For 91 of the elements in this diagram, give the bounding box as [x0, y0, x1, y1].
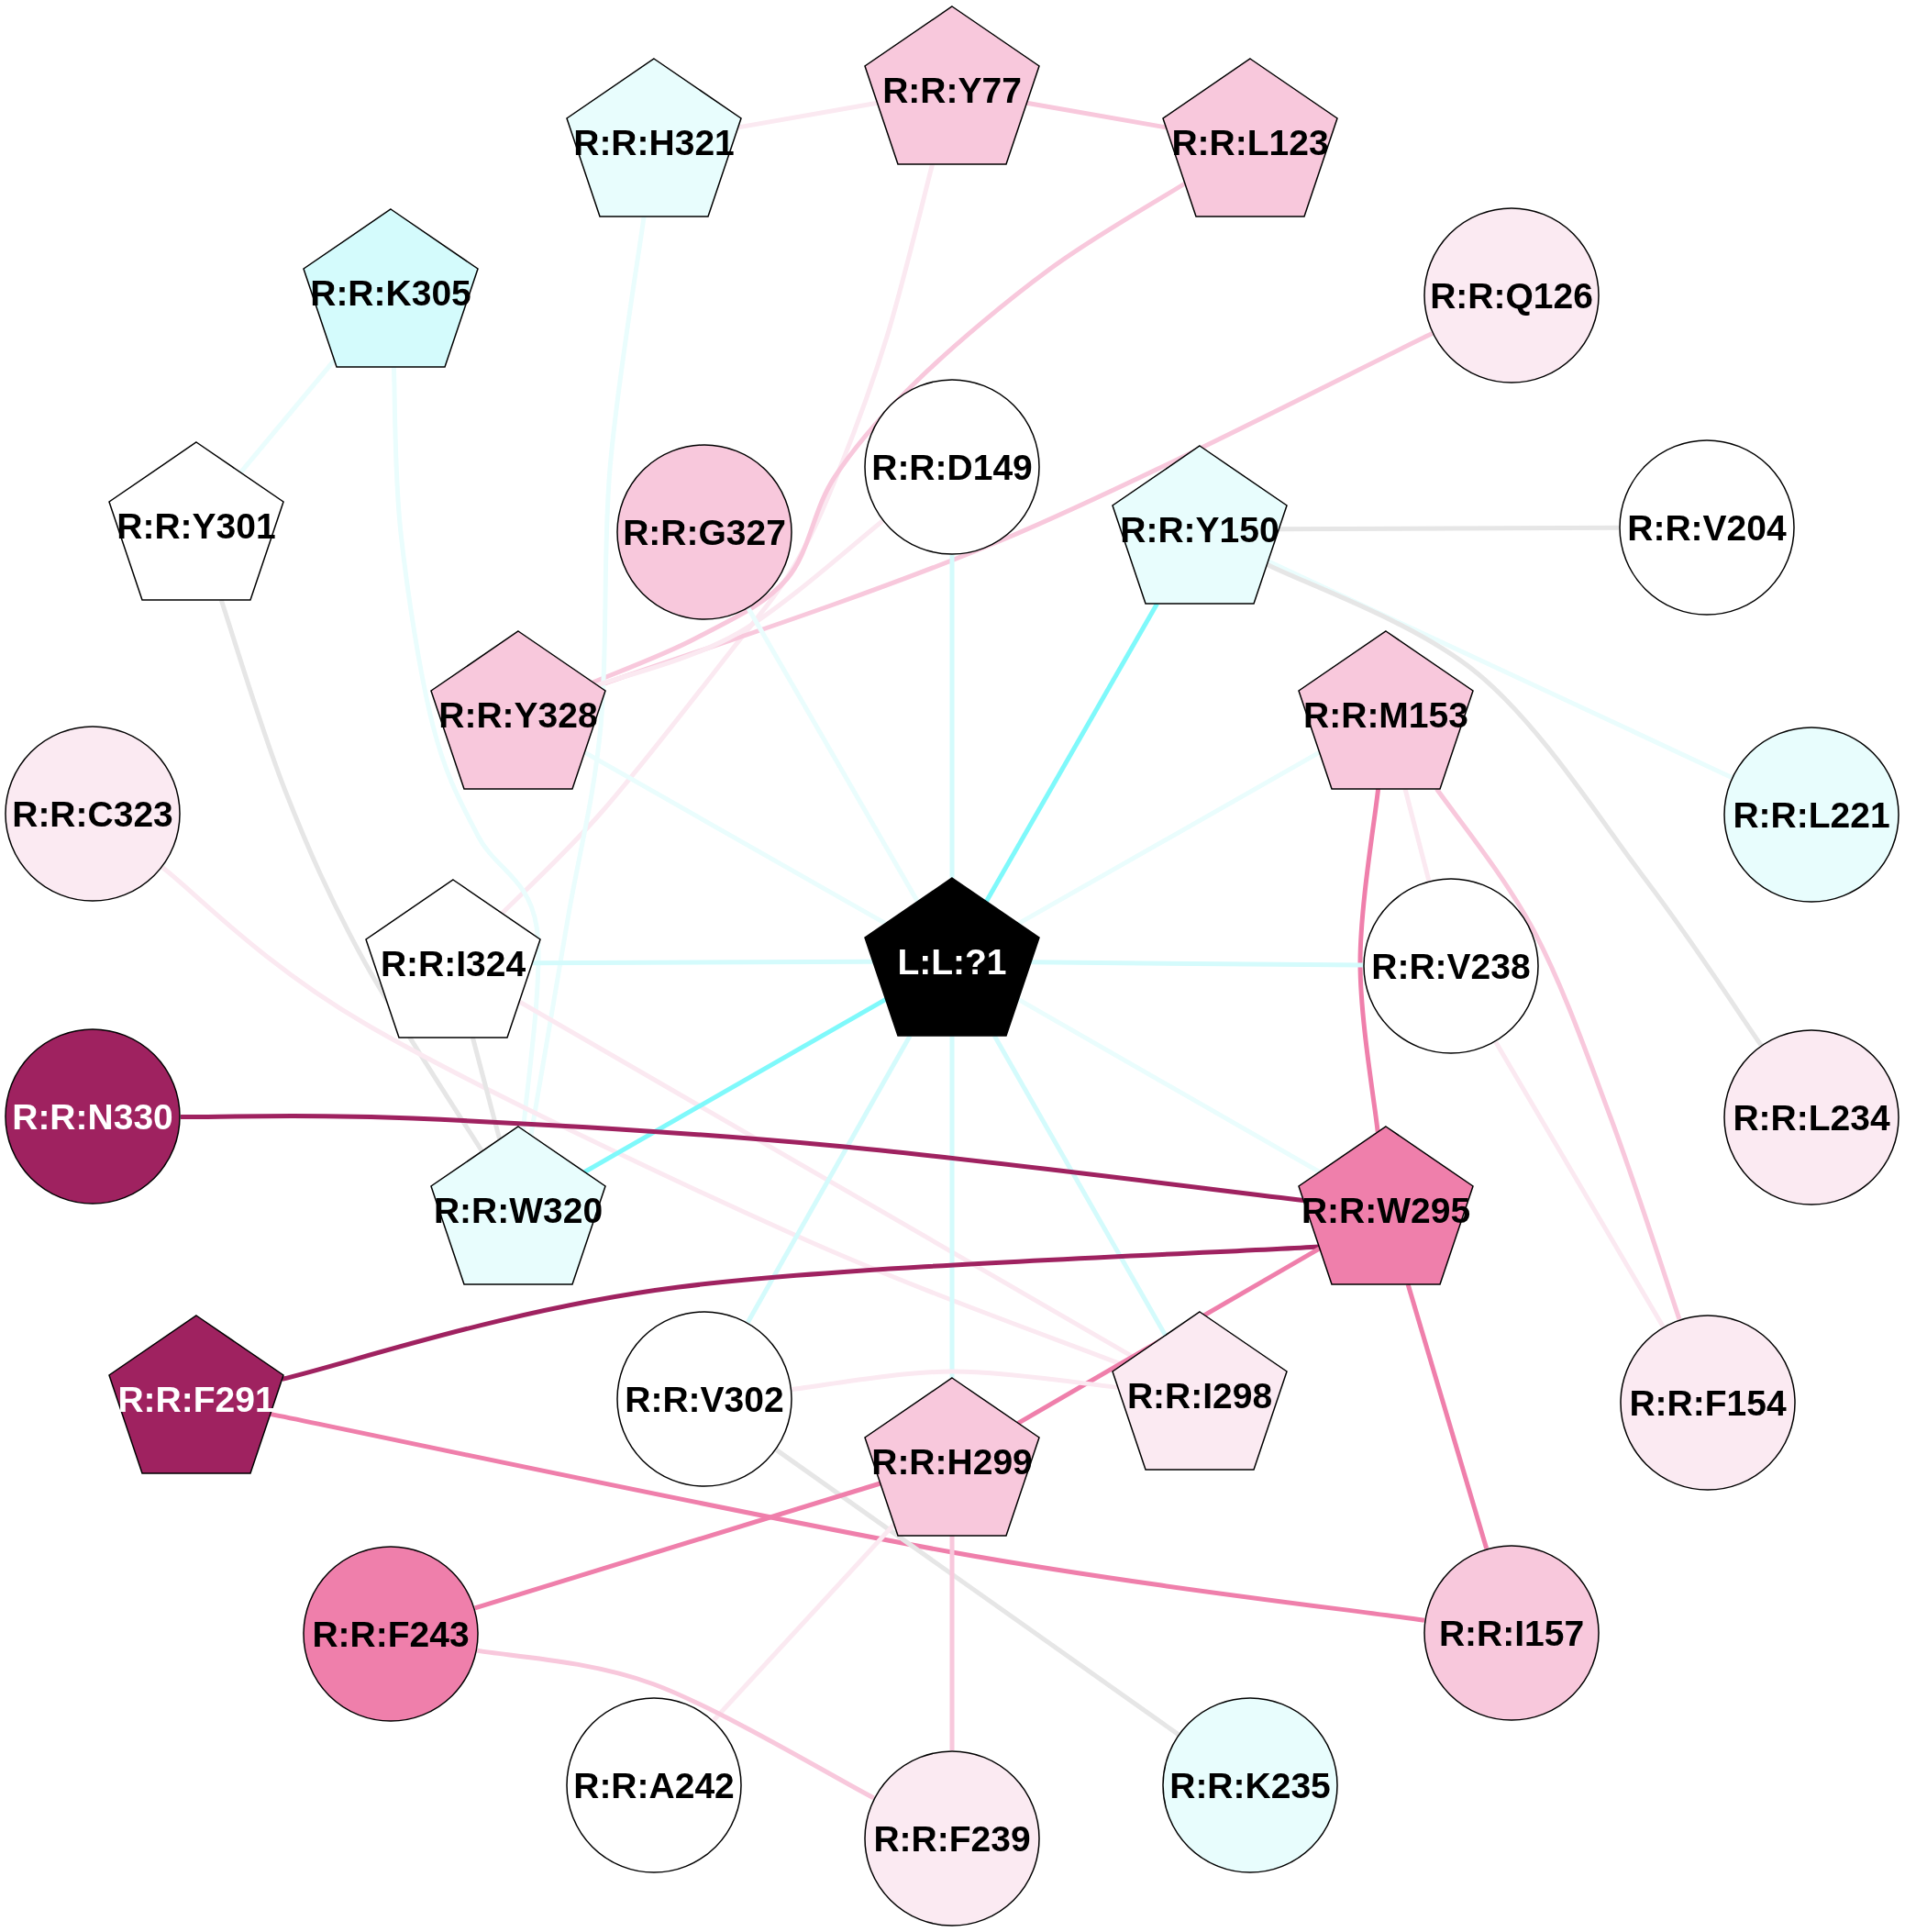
residue-pentagon	[108, 1315, 284, 1474]
interaction-line	[471, 1037, 503, 1140]
interaction-line	[528, 216, 647, 1136]
residue-pentagon	[1112, 1311, 1288, 1471]
residue-circle	[1423, 1545, 1600, 1721]
interaction-line	[583, 750, 887, 926]
interaction-line	[500, 163, 936, 916]
node-label: R:R:H321	[573, 124, 735, 161]
residue-pentagon	[430, 630, 606, 790]
node-label: R:R:Q126	[1430, 277, 1593, 314]
residue-circle	[5, 726, 181, 902]
residue-circle	[5, 1028, 181, 1205]
node-label: R:R:A242	[573, 1767, 735, 1804]
interaction-line	[1357, 788, 1381, 1133]
node-label: R:R:D149	[871, 449, 1033, 485]
node-label: R:R:L123	[1171, 124, 1329, 161]
residue-circle	[616, 444, 792, 620]
residue-circle	[616, 1311, 792, 1487]
interaction-line	[1017, 750, 1321, 926]
interaction-line	[1493, 1040, 1666, 1328]
interaction-line	[238, 359, 337, 474]
interaction-line	[949, 555, 955, 878]
interaction-line	[391, 366, 541, 1131]
interaction-line	[949, 1536, 955, 1750]
residue-pentagon	[365, 879, 541, 1038]
residue-pentagon	[1112, 445, 1288, 605]
interaction-line	[181, 1113, 1304, 1203]
residue-pentagon	[566, 58, 742, 217]
node-label: R:R:V302	[625, 1381, 784, 1417]
node-label: R:R:F291	[117, 1381, 275, 1417]
interaction-line	[270, 1411, 1425, 1623]
node-label: R:R:K305	[310, 274, 471, 311]
residue-pentagon	[864, 1377, 1040, 1537]
node-label: R:R:L234	[1733, 1099, 1890, 1136]
interaction-line	[1267, 559, 1733, 780]
interaction-line	[1434, 787, 1682, 1320]
residue-circle	[303, 1546, 479, 1722]
interaction-line	[746, 606, 920, 904]
interaction-line	[1025, 100, 1167, 130]
residue-pentagon	[1162, 58, 1338, 217]
ligand-pentagon	[864, 877, 1040, 1037]
interaction-line	[1279, 525, 1619, 532]
residue-circle	[1723, 1029, 1899, 1205]
interaction-line	[1405, 1283, 1490, 1549]
interaction-line	[1402, 788, 1432, 882]
node-label: R:R:Y328	[438, 696, 598, 733]
interaction-line	[737, 100, 879, 130]
residue-circle	[864, 1750, 1040, 1926]
node-label: R:R:G327	[623, 514, 786, 550]
residue-circle	[1619, 439, 1795, 616]
residue-pentagon	[303, 208, 479, 368]
interaction-line	[532, 959, 873, 966]
node-label: R:R:Y77	[882, 72, 1022, 108]
interaction-line	[1031, 960, 1363, 968]
interaction-line	[712, 1522, 896, 1723]
interaction-line	[474, 1481, 881, 1611]
node-label: R:R:K235	[1169, 1767, 1331, 1804]
node-label: R:R:N330	[12, 1098, 173, 1135]
node-label: R:R:L221	[1733, 796, 1890, 833]
residue-pentagon	[864, 6, 1040, 165]
interaction-line	[1017, 997, 1321, 1174]
node-label: R:R:Y150	[1120, 511, 1279, 548]
node-label: R:R:H299	[871, 1443, 1033, 1480]
node-label: R:R:I298	[1126, 1377, 1273, 1414]
residue-pentagon	[108, 441, 284, 601]
residue-circle	[864, 379, 1040, 555]
interaction-line	[774, 1448, 1180, 1737]
interaction-line	[949, 1036, 955, 1378]
node-label: R:R:Y301	[116, 507, 276, 544]
node-label: R:R:C323	[12, 795, 173, 832]
residue-circle	[1620, 1315, 1796, 1491]
node-label: R:R:F239	[873, 1820, 1031, 1857]
interaction-line	[282, 1244, 1320, 1382]
interaction-line	[476, 1648, 875, 1801]
interaction-line	[583, 997, 887, 1174]
interaction-line	[1266, 561, 1764, 1047]
residue-circle	[1363, 878, 1539, 1054]
node-label: R:R:I157	[1438, 1615, 1585, 1651]
node-label: L:L:?1	[897, 943, 1007, 980]
interaction-line	[792, 1369, 1119, 1392]
residue-circle	[1723, 727, 1899, 903]
interaction-line	[596, 518, 884, 688]
residue-circle	[1162, 1697, 1338, 1873]
node-label: R:R:V204	[1627, 509, 1787, 546]
node-label: R:R:V238	[1371, 948, 1531, 984]
node-label: R:R:I324	[380, 945, 526, 982]
node-label: R:R:F154	[1629, 1384, 1787, 1421]
interaction-line	[218, 599, 484, 1153]
residue-circle	[566, 1697, 742, 1873]
node-label: R:R:F243	[312, 1616, 470, 1652]
residue-circle	[1423, 207, 1600, 383]
